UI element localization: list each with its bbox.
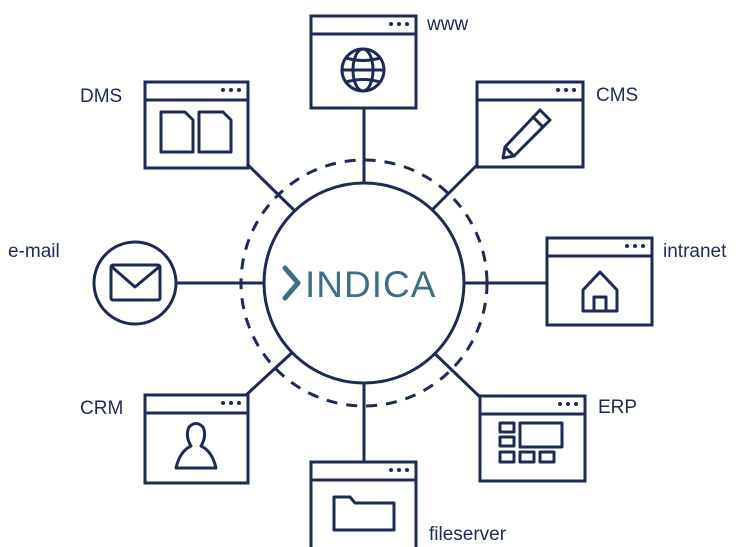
- documents-icon: [159, 110, 233, 154]
- window-frame: [143, 393, 250, 485]
- node-label-cms: CMS: [596, 85, 638, 106]
- node-crm: CRM: [80, 393, 250, 485]
- window-frame: [309, 14, 418, 110]
- hub-circle: [262, 181, 466, 385]
- node-intranet: intranet: [545, 236, 727, 327]
- connector-lines: [175, 106, 548, 464]
- connector-dms: [244, 161, 299, 215]
- node-fileserver: fileserver: [309, 460, 507, 547]
- central-hub: INDICA: [239, 158, 489, 408]
- folder-icon: [332, 495, 396, 532]
- node-label-dms: DMS: [80, 86, 122, 107]
- window-frame: [309, 460, 418, 547]
- node-email: e-mail: [8, 240, 178, 326]
- node-label-email: e-mail: [8, 241, 60, 262]
- node-label-www: www: [426, 14, 468, 35]
- node-www: www: [309, 14, 468, 110]
- envelope-icon: [109, 263, 162, 302]
- node-label-erp: ERP: [598, 397, 637, 418]
- node-label-intranet: intranet: [663, 241, 727, 262]
- house-icon: [581, 270, 619, 313]
- node-erp: ERP: [478, 394, 637, 483]
- window-frame: [478, 394, 587, 483]
- node-label-crm: CRM: [80, 398, 123, 419]
- dashboard-icon: [498, 421, 564, 464]
- person-icon: [174, 422, 218, 470]
- globe-icon: [340, 47, 386, 93]
- window-frame: [475, 80, 585, 169]
- connector-crm: [242, 347, 298, 399]
- connector-cms: [430, 164, 478, 212]
- node-cms: CMS: [475, 80, 638, 169]
- node-dms: DMS: [80, 80, 250, 170]
- chevron-right-icon: [282, 265, 301, 301]
- pencil-icon: [501, 108, 552, 160]
- brand-logo-text: INDICA: [305, 264, 436, 305]
- connector-erp: [428, 347, 482, 399]
- dashed-ring: [239, 158, 489, 408]
- node-label-fileserver: fileserver: [429, 524, 507, 545]
- email-circle: [92, 240, 178, 326]
